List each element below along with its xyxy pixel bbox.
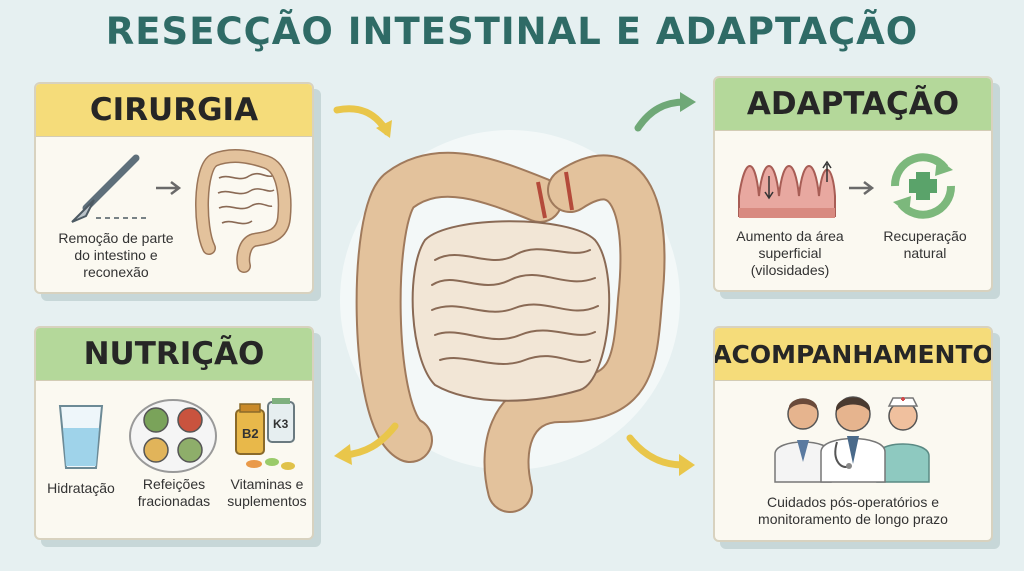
arrow-to-nutricao-icon bbox=[334, 422, 399, 465]
adaptacao-villi-caption: Aumento da área superficial (vilosidades… bbox=[736, 228, 844, 278]
nutricao-card: NUTRIÇÃO B2 K3 Hidratação Refeições frac… bbox=[34, 326, 314, 540]
adaptacao-recovery-caption: Recuperação natural bbox=[883, 228, 967, 261]
vitamins-icon: B2 K3 bbox=[235, 398, 295, 470]
page-title: RESECÇÃO INTESTINAL E ADAPTAÇÃO bbox=[105, 10, 919, 53]
recovery-cycle-icon bbox=[890, 153, 956, 219]
acompanhamento-caption: Cuidados pós-operatórios e monitoramento… bbox=[758, 494, 948, 527]
vitamin-k3-label: K3 bbox=[273, 417, 289, 431]
scalpel-icon bbox=[71, 154, 146, 223]
cirurgia-heading: CIRURGIA bbox=[36, 84, 312, 137]
cirurgia-caption: Remoção de parte do intestino e reconexã… bbox=[58, 230, 174, 280]
arrow-to-center-icon bbox=[333, 105, 392, 138]
villi-icon bbox=[738, 160, 836, 218]
adaptacao-heading: ADAPTAÇÃO bbox=[715, 78, 991, 131]
nutricao-heading: NUTRIÇÃO bbox=[36, 328, 312, 381]
adaptacao-card: ADAPTAÇÃO Aumento da área superficial (v… bbox=[713, 76, 993, 292]
arrow-right-icon bbox=[156, 181, 182, 195]
arrow-to-acompanhamento-icon bbox=[626, 434, 695, 476]
nutricao-item-label: Refeições fracionadas bbox=[137, 476, 211, 509]
intestine-icon bbox=[195, 149, 292, 273]
arrow-to-adaptacao-icon bbox=[634, 92, 696, 132]
acompanhamento-heading: ACOMPANHAMENTO bbox=[715, 328, 991, 381]
water-glass-icon bbox=[58, 405, 104, 469]
medical-team-icon bbox=[774, 396, 930, 483]
meal-plate-icon bbox=[129, 399, 217, 473]
acompanhamento-card: ACOMPANHAMENTO Cuidados pós-operatórios … bbox=[713, 326, 993, 542]
nutricao-item-label: Vitaminas e suplementos bbox=[227, 476, 307, 509]
nutricao-item-label: Hidratação bbox=[47, 480, 115, 496]
cirurgia-card: CIRURGIA Remoção de parte do intestino e… bbox=[34, 82, 314, 294]
vitamin-b2-label: B2 bbox=[242, 426, 259, 441]
arrow-right-icon bbox=[849, 181, 875, 195]
intestine-illustration bbox=[340, 130, 680, 513]
